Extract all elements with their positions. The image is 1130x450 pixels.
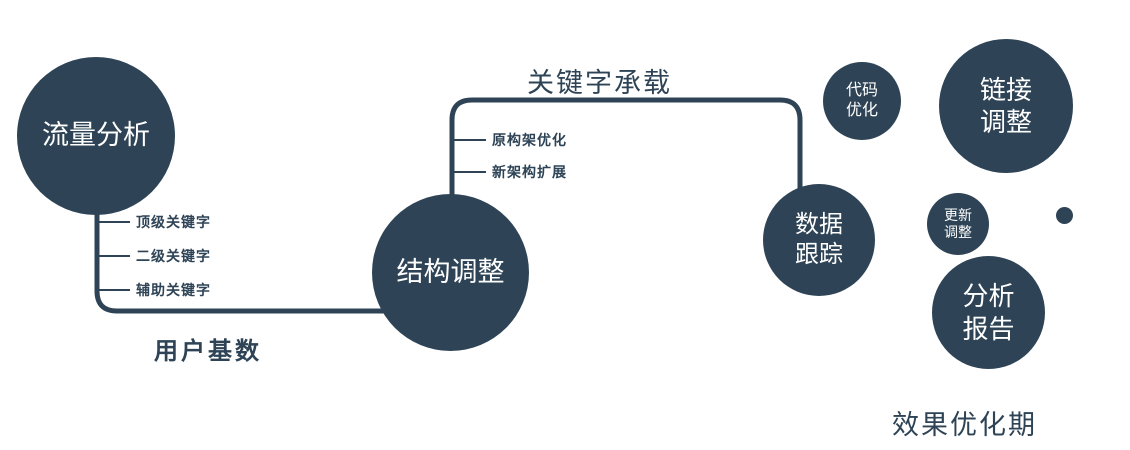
node-update-adjustment-label-line2: 调整 [944, 224, 972, 240]
bullet-dot [1056, 207, 1073, 224]
branch-label-top-keywords: 顶级关键字 [136, 214, 211, 230]
node-code-optimization-label-line1: 代码 [845, 82, 878, 99]
branch-label-orig-architecture: 原构架优化 [492, 132, 567, 148]
node-structure-adjustment: 结构调整 [372, 194, 529, 351]
node-data-tracking-label-line1: 数据 [795, 211, 843, 238]
node-analysis-report: 分析 报告 [932, 256, 1045, 369]
branch-label-new-architecture: 新架构扩展 [492, 164, 567, 180]
node-update-adjustment: 更新 调整 [927, 193, 989, 255]
node-code-optimization-label-line2: 优化 [845, 102, 878, 119]
branch-label-aux-keywords: 辅助关键字 [136, 282, 211, 298]
node-code-optimization: 代码 优化 [823, 62, 901, 140]
edge-label-keyword-carry: 关键字承载 [527, 68, 672, 98]
node-analysis-report-label-line2: 报告 [962, 313, 1015, 344]
edge-structure-to-tracking [449, 97, 803, 200]
edge-traffic-to-structure [94, 190, 400, 314]
node-link-adjustment: 链接 调整 [939, 39, 1073, 173]
edge-label-user-base: 用户基数 [154, 338, 262, 365]
node-structure-adjustment-label: 结构调整 [396, 256, 505, 287]
node-data-tracking: 数据 跟踪 [763, 184, 875, 296]
node-traffic-analysis-label: 流量分析 [42, 120, 150, 151]
node-data-tracking-label-line2: 跟踪 [795, 241, 843, 268]
node-analysis-report-label-line1: 分析 [962, 281, 1015, 311]
node-traffic-analysis: 流量分析 [17, 57, 175, 215]
node-link-adjustment-label-line2: 调整 [979, 107, 1032, 137]
branch-label-second-keywords: 二级关键字 [136, 248, 211, 264]
node-link-adjustment-label-line1: 链接 [979, 74, 1032, 105]
footer-phase-label: 效果优化期 [892, 410, 1037, 440]
node-update-adjustment-label-line1: 更新 [944, 206, 972, 223]
